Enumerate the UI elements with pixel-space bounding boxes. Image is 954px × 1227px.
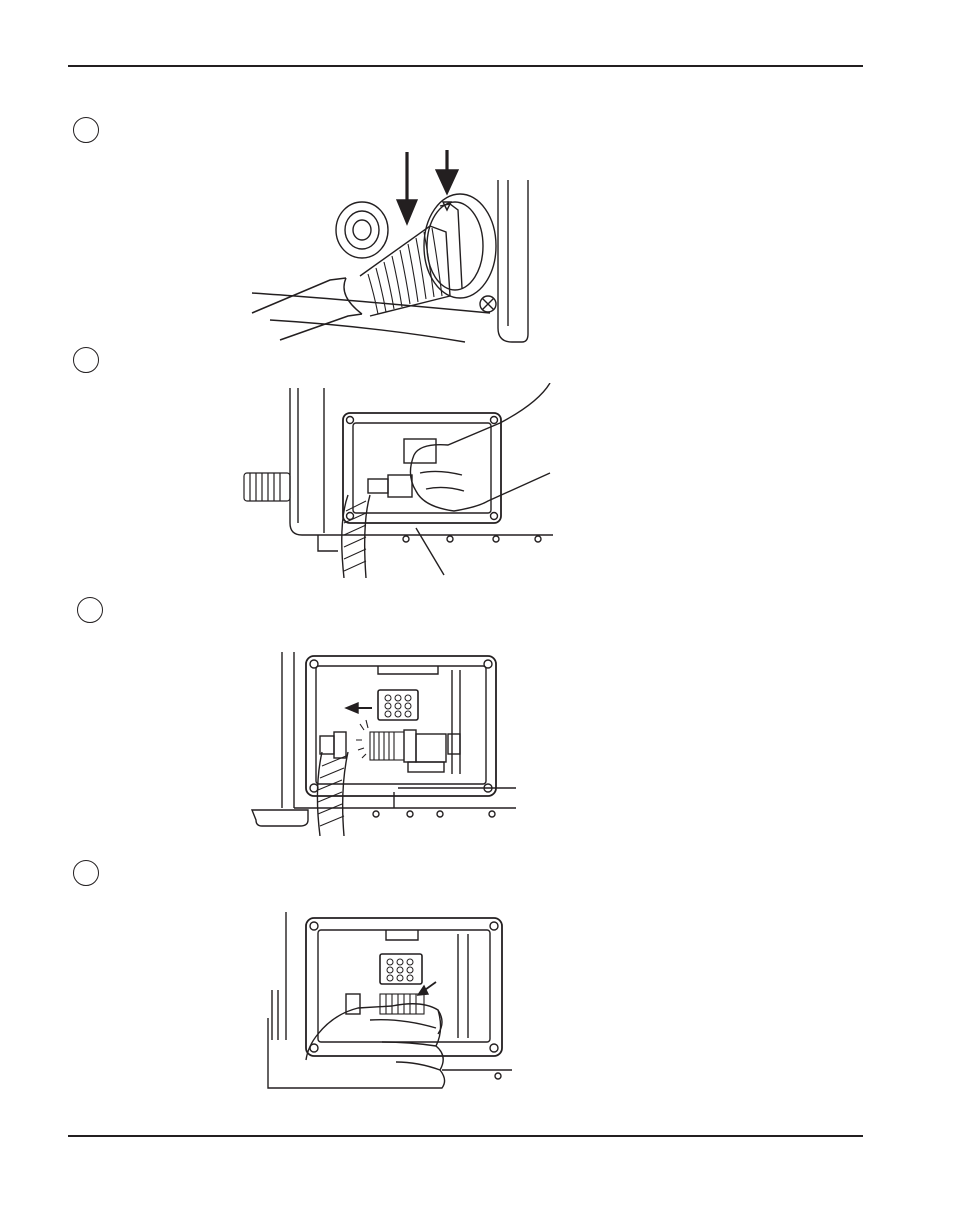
footer-rule (68, 1135, 863, 1137)
step-4-marker (73, 860, 99, 886)
unplug-lead-icon (243, 383, 553, 578)
step-1-illustration (250, 148, 540, 348)
step-4-illustration (262, 910, 517, 1095)
step-3-marker (77, 597, 103, 623)
step-3-illustration (248, 648, 520, 836)
step-2-illustration (238, 383, 553, 578)
remove-connector-icon (267, 912, 512, 1089)
slide-plug-out-icon (250, 652, 516, 836)
header-rule (68, 65, 863, 67)
step-2-marker (73, 347, 99, 373)
step-1-marker (73, 117, 99, 143)
torch-lead-connection-icon (251, 150, 529, 343)
